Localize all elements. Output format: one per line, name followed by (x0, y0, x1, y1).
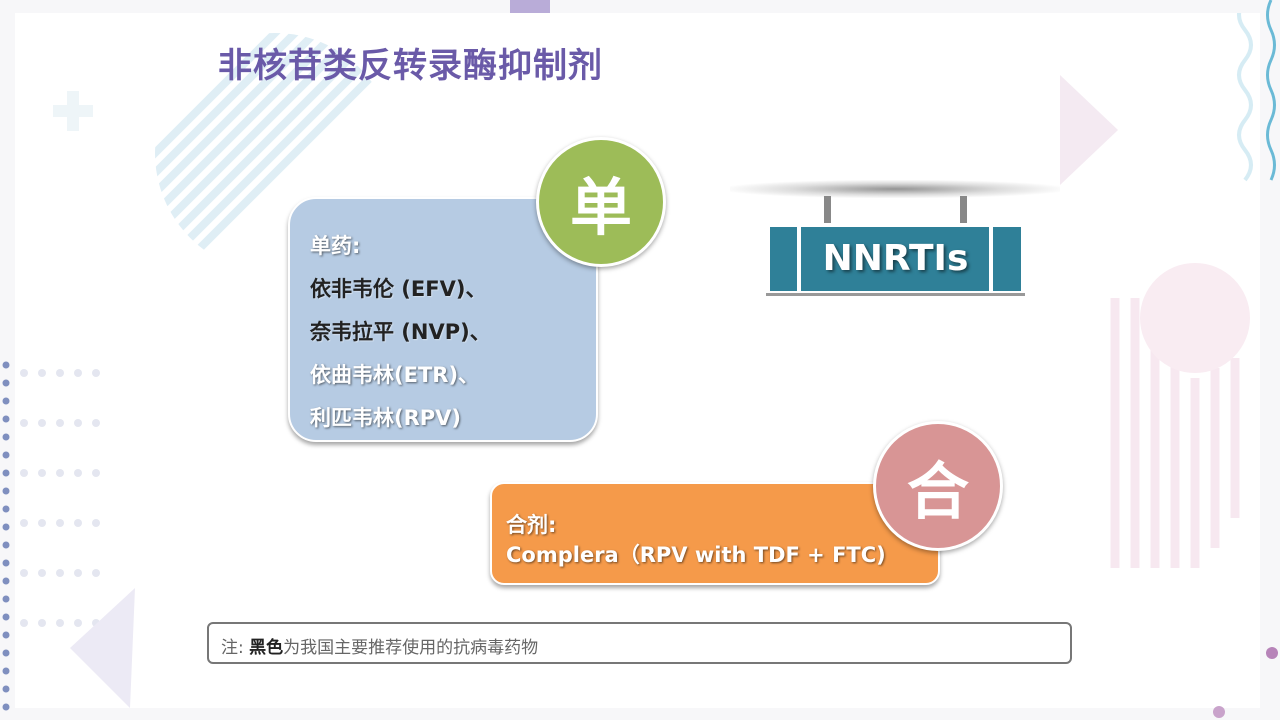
note-box: 注: 黑色为我国主要推荐使用的抗病毒药物 (207, 622, 1072, 664)
drug-item-rpv: 利匹韦林(RPV) (310, 406, 462, 430)
combination-drug-card: 合剂: Complera（RPV with TDF + FTC) (490, 482, 940, 585)
combination-drug: Complera（RPV with TDF + FTC) (506, 543, 886, 567)
sign-post-right (960, 196, 967, 223)
striped-blob-decoration (1110, 263, 1250, 568)
sign-post-left (824, 196, 831, 223)
note-prefix: 注: (221, 638, 244, 658)
wave-decoration (1237, 13, 1253, 182)
sign-base-line (766, 293, 1025, 296)
dot-column-decoration (2, 361, 10, 711)
single-drug-heading: 单药: (310, 234, 361, 258)
slide: 非核苷类反转录酶抑制剂 (15, 13, 1260, 708)
combination-badge: 合 (873, 421, 1003, 551)
purple-dot-decoration (1266, 647, 1278, 659)
sign-ceiling-shadow (730, 180, 1060, 198)
plus-decoration (53, 105, 93, 117)
single-badge: 单 (536, 137, 666, 267)
note-emphasis: 黑色 (249, 638, 284, 658)
page-title: 非核苷类反转录酶抑制剂 (218, 46, 603, 86)
drug-item-nvp: 奈韦拉平 (NVP)、 (310, 320, 491, 344)
triangle-decoration (1060, 75, 1118, 185)
plus-decoration-v (67, 91, 79, 131)
note-text: 为我国主要推荐使用的抗病毒药物 (283, 638, 539, 658)
nnrti-sign: NNRTIs (770, 227, 1021, 291)
drug-item-efv: 依非韦伦 (EFV)、 (310, 277, 487, 301)
dot-grid-decoration (20, 369, 135, 708)
wave-decoration-right (1266, 0, 1276, 181)
combination-heading: 合剂: (506, 513, 557, 537)
background-top-left-triangle (510, 0, 550, 13)
sign-label: NNRTIs (822, 238, 969, 279)
single-drug-card: 单药: 依非韦伦 (EFV)、 奈韦拉平 (NVP)、 依曲韦林(ETR)、 利… (288, 197, 598, 442)
drug-item-etr: 依曲韦林(ETR)、 (310, 363, 480, 387)
